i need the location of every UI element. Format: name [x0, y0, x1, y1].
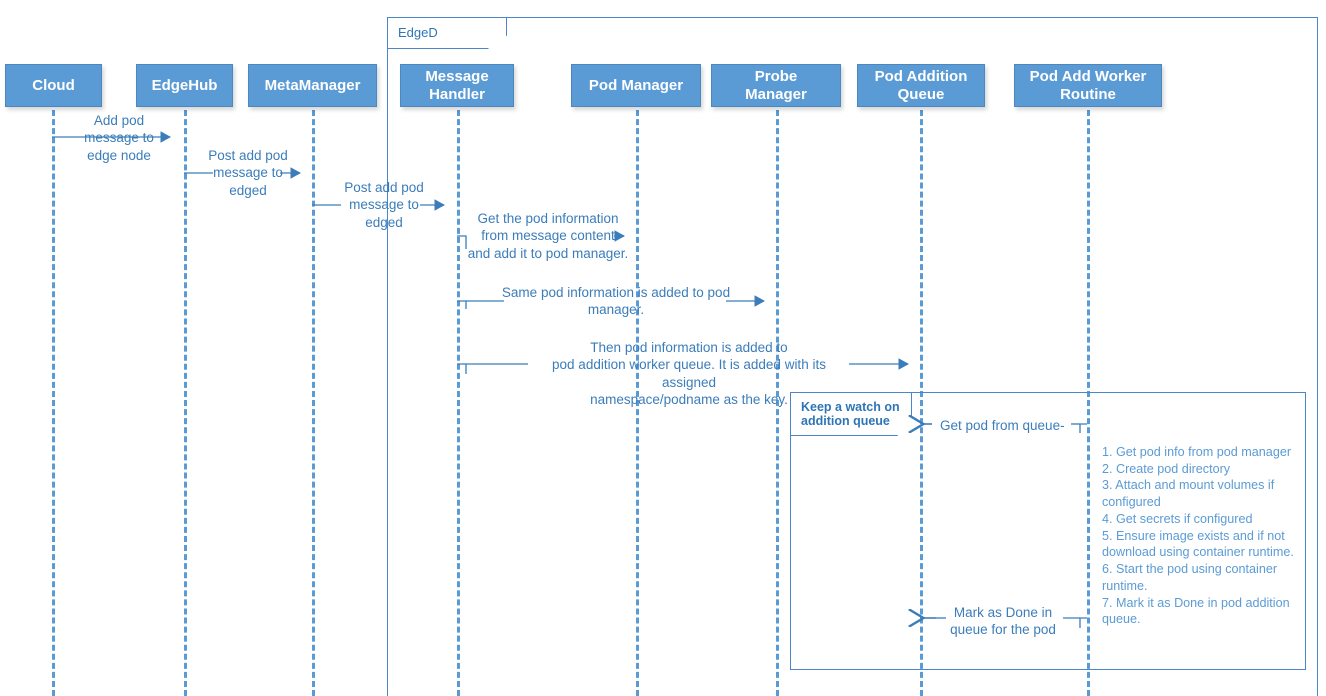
lifeline-metamanager [312, 110, 315, 696]
frame-edged [387, 17, 1318, 696]
note-step-2: 2. Create pod directory [1102, 461, 1231, 476]
note-step-6: 6. Start the pod using container runtime… [1102, 562, 1278, 593]
lifeline-pod-manager [636, 110, 639, 696]
actor-pod-addition-queue[interactable]: Pod Addition Queue [857, 64, 985, 107]
lifeline-message-handler [457, 110, 460, 696]
note-step-3: 3. Attach and mount volumes if configure… [1102, 478, 1275, 510]
actor-metamanager[interactable]: MetaManager [248, 64, 377, 107]
frame-watch-addition-queue-label: Keep a watch on addition queue [790, 392, 912, 436]
lifeline-edgehub [184, 110, 187, 696]
note-step-1: 1. Get pod info from pod manager [1102, 445, 1292, 459]
lifeline-pod-addition-queue [920, 110, 923, 696]
note-worker-routine-steps: 1. Get pod info from pod manager 2. Crea… [1102, 444, 1306, 628]
actor-cloud[interactable]: Cloud [5, 64, 102, 107]
lifeline-cloud [52, 110, 55, 696]
note-step-4: 4. Get secrets if configured [1102, 511, 1253, 526]
frame-edged-label: EdgeD [387, 17, 507, 49]
actor-pod-add-worker-routine[interactable]: Pod Add Worker Routine [1014, 64, 1162, 107]
note-step-5: 5. Ensure image exists and if not downlo… [1102, 528, 1294, 560]
actor-probe-manager[interactable]: Probe Manager [711, 64, 841, 107]
frame-watch-addition-queue [790, 392, 1306, 670]
lifeline-pod-add-worker-routine [1087, 110, 1090, 696]
message-label-m2: Post add pod message to edged [208, 148, 288, 198]
lifeline-probe-manager [776, 110, 779, 696]
actor-message-handler[interactable]: Message Handler [400, 64, 514, 107]
note-step-7: 7. Mark it as Done in pod addition queue… [1102, 595, 1290, 627]
message-label-m1: Add pod message to edge node [84, 113, 154, 163]
actor-edgehub[interactable]: EdgeHub [136, 64, 233, 107]
actor-pod-manager[interactable]: Pod Manager [571, 64, 701, 107]
